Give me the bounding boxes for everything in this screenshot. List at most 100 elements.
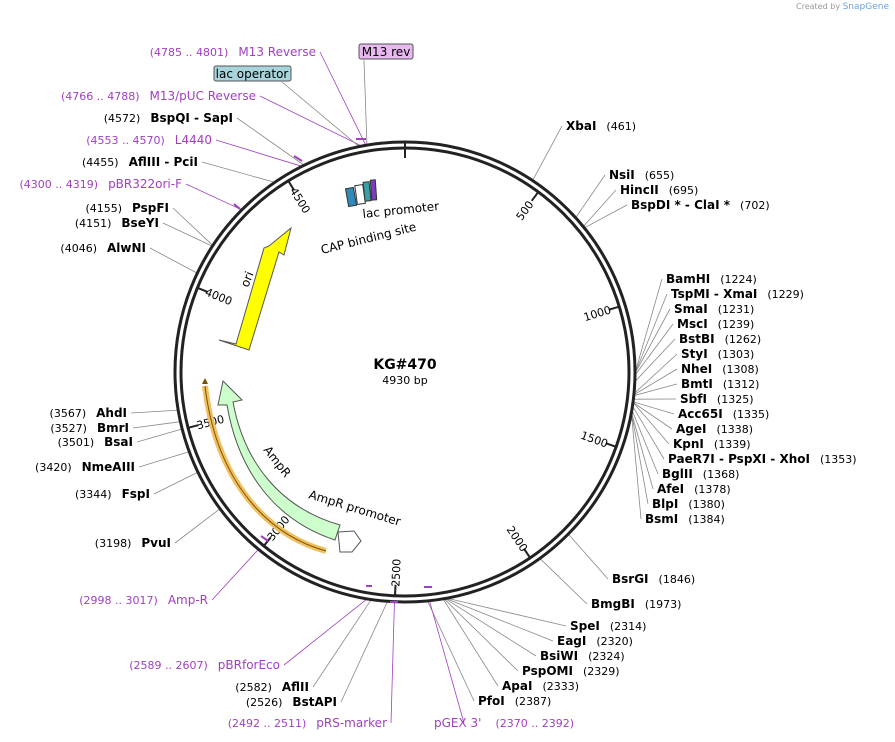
restriction-site-label[interactable]: BspDI * - ClaI * (702) xyxy=(631,198,770,212)
restriction-site-label[interactable]: BsrGI(1846) xyxy=(612,572,695,586)
restriction-site-label[interactable]: (2526)BstAPI xyxy=(246,695,337,709)
site-position: (4455) xyxy=(82,156,119,169)
site-name: PaeR7I - PspXI - XhoI xyxy=(668,452,810,466)
site-name: BspDI * - ClaI * xyxy=(631,198,731,212)
restriction-site-label[interactable]: (4572)BspQI - SapI xyxy=(104,111,233,125)
restriction-site-label[interactable]: BamHI(1224) xyxy=(666,272,757,286)
restriction-site-label[interactable]: AfeI(1378) xyxy=(657,482,731,496)
site-position: (1353) xyxy=(820,453,857,466)
site-name: MscI xyxy=(677,317,708,331)
restriction-site-label[interactable]: (3198)PvuI xyxy=(95,536,171,550)
restriction-site-label[interactable]: NsiI(655) xyxy=(609,168,674,182)
lac-operator-tag xyxy=(213,65,292,82)
restriction-site-label[interactable]: (2582)AflII xyxy=(235,680,309,694)
restriction-site-label[interactable]: AgeI (1338) xyxy=(676,422,753,436)
site-name: XbaI xyxy=(566,119,596,133)
site-leader-line xyxy=(568,534,609,580)
site-name: PfoI xyxy=(478,694,505,708)
site-position: (1335) xyxy=(733,408,770,421)
ori-feature-arrow[interactable] xyxy=(218,226,292,351)
site-name: KpnI xyxy=(673,437,704,451)
restriction-site-label[interactable]: PfoI(2387) xyxy=(478,694,551,708)
site-position: (1380) xyxy=(688,498,725,511)
site-leader-line xyxy=(634,368,678,395)
restriction-site-label[interactable]: NheI(1308) xyxy=(681,362,759,376)
restriction-site-label[interactable]: (3420)NmeAIII xyxy=(35,460,135,474)
restriction-site-label[interactable]: SbfI(1325) xyxy=(680,392,754,406)
restriction-site-label[interactable]: SpeI(2314) xyxy=(570,619,646,633)
plasmid-size: 4930 bp xyxy=(382,374,427,387)
lac-operator-box[interactable] xyxy=(362,181,372,202)
restriction-site-label[interactable]: BmgBI (1973) xyxy=(591,597,681,611)
site-position: (3567) xyxy=(50,407,87,420)
site-name: BsrGI xyxy=(612,572,649,586)
site-leader-line xyxy=(172,207,213,246)
tick-mark xyxy=(196,286,209,293)
restriction-site-label[interactable]: SmaI(1231) xyxy=(674,302,754,316)
restriction-site-label[interactable]: (3567)AhdI xyxy=(50,406,127,420)
restriction-site-label[interactable]: Acc65I(1335) xyxy=(678,407,769,421)
restriction-site-label[interactable]: BsmI(1384) xyxy=(645,512,725,526)
restriction-site-label[interactable]: PaeR7I - PspXI - XhoI (1353) xyxy=(668,452,857,466)
primer-label[interactable]: (4785 .. 4801)M13 Reverse xyxy=(150,45,316,59)
restriction-site-label[interactable]: (3527)BmrI xyxy=(50,421,129,435)
restriction-site-label[interactable]: (4455) AflIII - PciI xyxy=(82,155,198,169)
primer-leader-line xyxy=(211,549,259,601)
primer-marks xyxy=(233,138,432,603)
primer-label[interactable]: (2589 .. 2607)pBRforEco xyxy=(129,658,280,672)
ampr-feature-arrow[interactable] xyxy=(217,379,341,541)
site-leader-line xyxy=(427,601,475,702)
restriction-site-label[interactable]: (3501)BsaI xyxy=(58,435,133,449)
site-leader-line xyxy=(138,451,189,468)
primer-name: pBRforEco xyxy=(218,658,280,672)
primer-range: (2370 .. 2392) xyxy=(495,717,574,730)
site-position: (1384) xyxy=(688,513,725,526)
site-leader-line xyxy=(449,598,567,627)
restriction-site-label[interactable]: EagI(2320) xyxy=(557,634,633,648)
restriction-site-label[interactable]: BsiWI(2324) xyxy=(540,649,625,663)
site-position: (702) xyxy=(740,199,770,212)
site-leader-line xyxy=(635,293,668,372)
site-position: (1973) xyxy=(645,598,682,611)
site-name: BsaI xyxy=(104,435,133,449)
site-leader-line xyxy=(132,421,180,429)
restriction-site-label[interactable]: (4046)AlwNI xyxy=(60,241,146,255)
restriction-site-label[interactable]: (4155)PspFI xyxy=(85,201,169,215)
ampr-promoter-arrow[interactable] xyxy=(337,530,362,553)
primer-label[interactable]: (2492 .. 2511)pRS-marker xyxy=(228,716,387,730)
primer-range: (2492 .. 2511) xyxy=(228,717,307,730)
plasmid-name: KG#470 xyxy=(373,357,437,373)
m13-rev-box[interactable] xyxy=(369,179,378,201)
site-leader-line xyxy=(584,204,628,228)
restriction-site-label[interactable]: PspOMI(2329) xyxy=(522,664,620,678)
restriction-site-label[interactable]: TspMI - XmaI(1229) xyxy=(671,287,804,301)
restriction-site-label[interactable]: (4151)BseYI xyxy=(75,216,159,230)
site-name: AflII xyxy=(282,680,309,694)
site-position: (1338) xyxy=(716,423,753,436)
site-name: BmgBI xyxy=(591,597,635,611)
restriction-site-label[interactable]: KpnI(1339) xyxy=(673,437,750,451)
primer-label[interactable]: (4553 .. 4570)L4440 xyxy=(86,133,212,147)
restriction-site-label[interactable]: BlpI(1380) xyxy=(652,497,725,511)
primer-label[interactable]: pGEX 3'(2370 .. 2392) xyxy=(434,716,574,730)
restriction-site-label[interactable]: HincII(695) xyxy=(620,183,698,197)
restriction-site-label[interactable]: BglII(1368) xyxy=(662,467,739,481)
restriction-site-label[interactable]: ApaI(2333) xyxy=(502,679,579,693)
primer-label[interactable]: (2998 .. 3017)Amp-R xyxy=(79,593,208,607)
site-leader-line xyxy=(312,600,372,688)
restriction-site-label[interactable]: MscI(1239) xyxy=(677,317,754,331)
primer-label[interactable]: (4766 .. 4788)M13/pUC Reverse xyxy=(61,89,256,103)
primer-label[interactable]: (4300 .. 4319)pBR322ori-F xyxy=(20,177,183,191)
site-leader-line xyxy=(635,338,676,381)
site-name: AflIII - PciI xyxy=(129,155,198,169)
restriction-site-label[interactable]: BmtI(1312) xyxy=(681,377,759,391)
restriction-site-label[interactable]: StyI(1303) xyxy=(681,347,754,361)
restriction-site-label[interactable]: (3344)FspI xyxy=(75,487,150,501)
tick-label: 2000 xyxy=(504,524,530,554)
lac-operator-tag-label: lac operator xyxy=(216,67,289,81)
restriction-site-label[interactable]: BstBI(1262) xyxy=(679,332,761,346)
tick-mark xyxy=(286,179,295,191)
site-name: AgeI xyxy=(676,422,706,436)
restriction-site-label[interactable]: XbaI(461) xyxy=(566,119,636,133)
cap-binding-site-box[interactable] xyxy=(344,186,358,208)
